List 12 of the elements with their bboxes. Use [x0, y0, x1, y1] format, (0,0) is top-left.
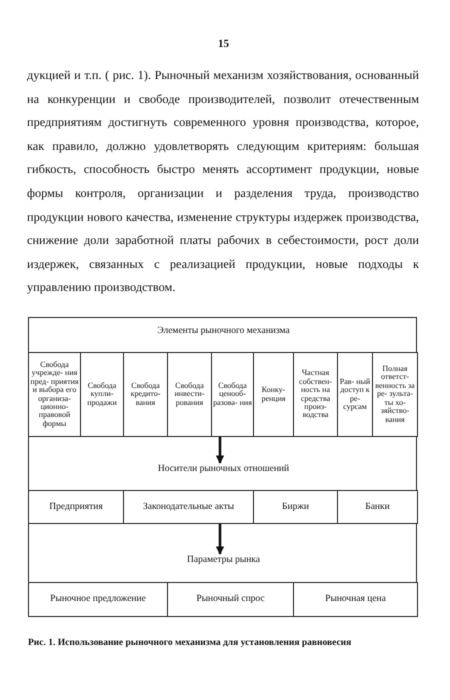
band-heading: Носители рыночных отношений	[158, 464, 290, 474]
arrow	[216, 437, 224, 464]
band-heading: Параметры рынка	[187, 555, 260, 565]
band-heading: Элементы рыночного механизма	[157, 326, 290, 336]
page-number: 15	[218, 38, 229, 50]
body-paragraph: дукцией и т.п. ( рис. 1). Рыночный механизм хозяйствования, основанный на конкуренции и свободе производителей, позволит отечественным предприятиям достигнуть современного уровня производства, которое, как правило, должно удовлетворять следующим критериям: большая гибкость, способность быстро менять ассортимент продукции, новые формы контроля, организации и разделения труда, производство продукции нового качества, изменение структуры издержек производства, снижение доли заработной платы рабочих в себестоимости, рост доли издержек, связанных с реализацией продукции, новые подходы к управлению производством.	[27, 67, 419, 296]
figure-caption: Рис. 1. Использование рыночного механизма для установления равновесия	[28, 638, 352, 648]
table-cell: Рыночная цена	[293, 582, 418, 617]
arrow	[216, 524, 224, 555]
table-cell: Полная ответст- венность за ре- зульта- ты хо- зяйство- вания	[372, 352, 418, 437]
table-cell: Свобода учрежде- ния пред- приятия и выбора его организа- ционно- правовой формы	[28, 352, 81, 437]
table-cell: Рыночное предложение	[28, 582, 168, 617]
